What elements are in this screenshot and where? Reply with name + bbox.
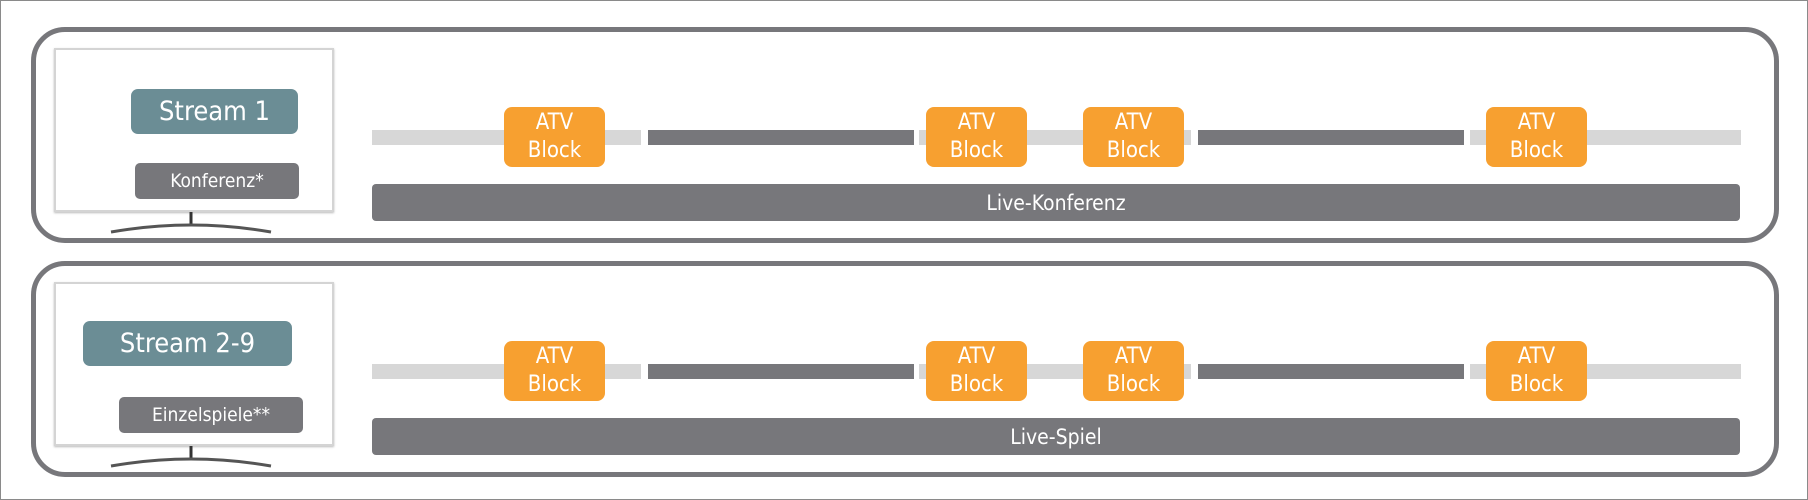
atv-block: ATV Block — [1083, 107, 1184, 167]
atv-line1: ATV — [957, 110, 996, 135]
atv-line1: ATV — [535, 344, 574, 369]
atv-line2: Block — [527, 138, 582, 163]
atv-block: ATV Block — [504, 341, 605, 401]
timeline-segment — [648, 130, 914, 145]
atv-block: ATV Block — [926, 107, 1027, 167]
tv-screen: Stream 1 Konferenz* — [54, 48, 334, 212]
atv-block: ATV Block — [1486, 107, 1587, 167]
atv-block: ATV Block — [1486, 341, 1587, 401]
tv-stand-icon — [110, 212, 272, 234]
stream-panel: Stream 2-9 Einzelspiele** ATV Block ATV Blo… — [31, 261, 1779, 477]
mode-label: Einzelspiele** — [119, 397, 303, 433]
atv-line1: ATV — [1114, 110, 1153, 135]
live-bar: Live-Spiel — [372, 418, 1740, 455]
atv-block: ATV Block — [1083, 341, 1184, 401]
stream-label: Stream 2-9 — [83, 321, 292, 366]
mode-label: Konferenz* — [135, 163, 299, 199]
atv-line1: ATV — [1114, 344, 1153, 369]
timeline-segment — [1198, 130, 1464, 145]
atv-line1: ATV — [957, 344, 996, 369]
stream-panel: Stream 1 Konferenz* ATV Block ATV Block ATV B… — [31, 27, 1779, 243]
tv-stand-icon — [110, 446, 272, 468]
atv-line2: Block — [1106, 372, 1161, 397]
live-bar: Live-Konferenz — [372, 184, 1740, 221]
atv-line2: Block — [527, 372, 582, 397]
atv-line2: Block — [949, 138, 1004, 163]
atv-line2: Block — [949, 372, 1004, 397]
atv-block: ATV Block — [926, 341, 1027, 401]
atv-block: ATV Block — [504, 107, 605, 167]
atv-line2: Block — [1509, 138, 1564, 163]
atv-line2: Block — [1106, 138, 1161, 163]
atv-line2: Block — [1509, 372, 1564, 397]
timeline-segment — [648, 364, 914, 379]
atv-line1: ATV — [535, 110, 574, 135]
stream-label: Stream 1 — [131, 89, 298, 134]
atv-line1: ATV — [1517, 110, 1556, 135]
timeline-segment — [1198, 364, 1464, 379]
atv-line1: ATV — [1517, 344, 1556, 369]
tv-screen: Stream 2-9 Einzelspiele** — [54, 282, 334, 446]
